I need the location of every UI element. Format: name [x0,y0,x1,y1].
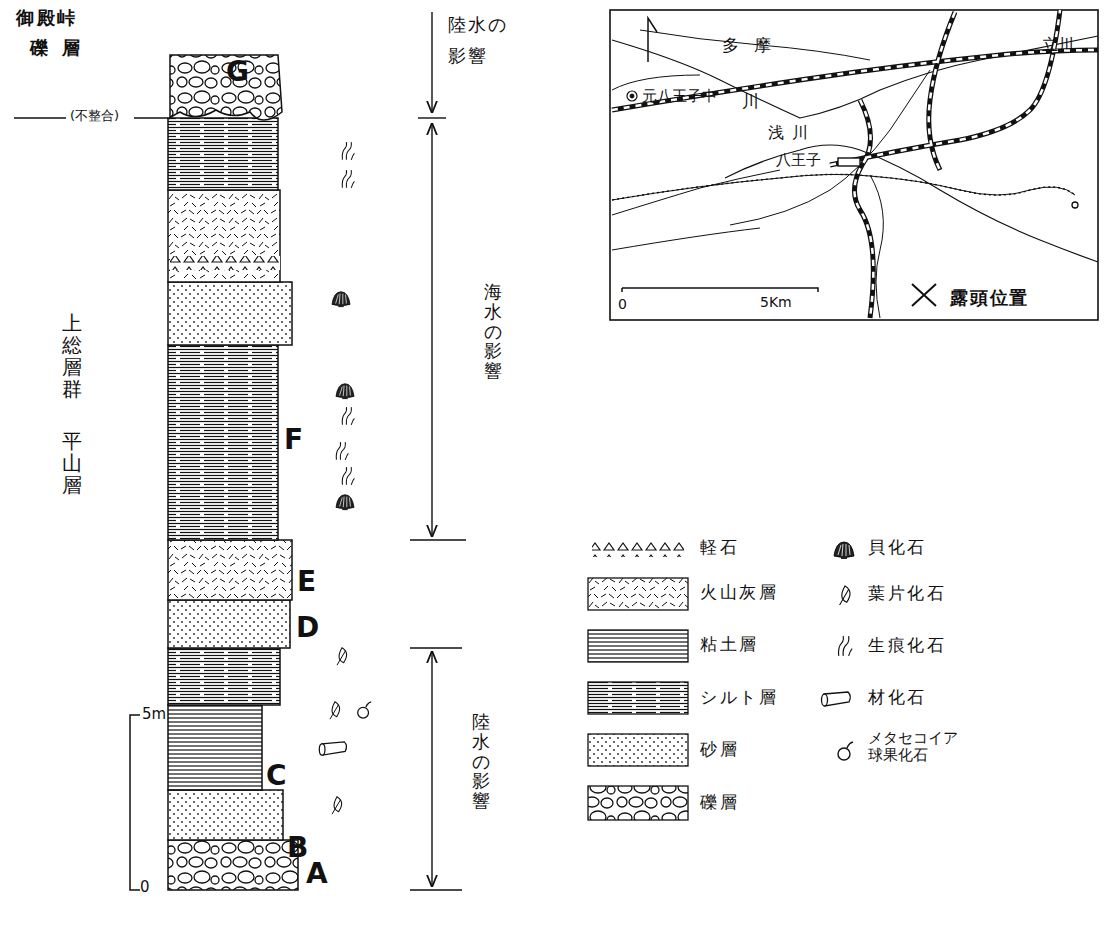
group-name: 上総層群 [62,312,82,400]
legend-text: メタセコイア 球果化石 [868,730,964,765]
legend-text: 生痕化石 [868,636,946,656]
scale-number: 0 [618,296,627,312]
layer-letter: G [226,56,249,88]
unconformity-note: (不整合) [70,109,119,124]
formation-name: 御殿峠 [16,8,78,29]
river-name: 浅川 [768,124,816,142]
layer-letter: A [306,858,328,890]
river-name: 川 [742,92,759,112]
place-name: 八王子 [776,152,821,169]
layer-letter: F [284,424,303,456]
place-name: 立川 [1042,36,1074,54]
legend-text: シルト層 [700,688,778,708]
place-name: 元八王子中 [642,88,717,105]
formation-name: 礫層 [30,38,95,59]
layer-letter: B [287,832,308,864]
legend-text: 礫層 [700,793,739,813]
legend-text: 材化石 [868,688,927,708]
legend-text: 火山灰層 [700,583,778,603]
scale-number: 5m [142,706,166,723]
legend-text: 粘土層 [700,635,759,655]
legend-text: 軽石 [700,538,739,558]
scale-number: 5Km [760,294,792,310]
influence-note: 陸水の影響 [448,10,507,71]
legend-text: 砂層 [700,740,739,760]
layer-letter: E [297,566,316,598]
layer-letter: C [266,760,287,792]
formation-name: 平山層 [62,430,82,496]
legend-text: 葉片化石 [868,584,946,604]
outcrop-label: 露頭位置 [950,288,1029,309]
layer-letter: D [296,612,319,644]
influence-note: 海水の影響 [484,282,502,381]
scale-number: 0 [140,879,150,896]
river-name: 多摩 [722,36,787,56]
influence-note: 陸水の影響 [472,712,490,811]
legend-text: 貝化石 [868,538,927,558]
